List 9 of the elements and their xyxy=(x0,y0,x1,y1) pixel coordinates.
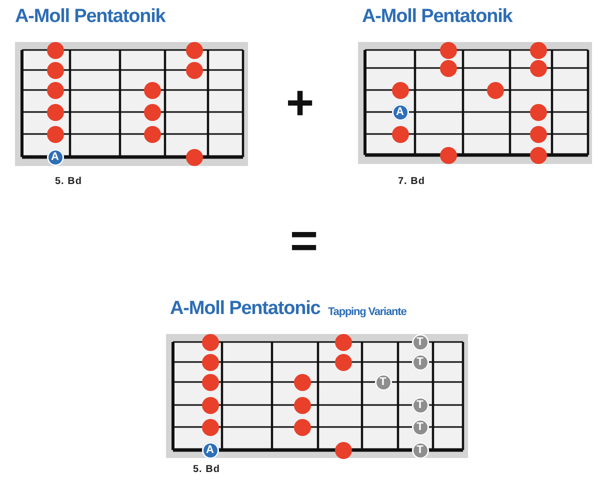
title: A-Moll Pentatonik xyxy=(362,6,512,28)
title: A-Moll Pentatonic xyxy=(170,298,320,320)
title: A-Moll Pentatonik xyxy=(15,6,166,28)
fret-position-label: 5. Bd xyxy=(193,464,220,475)
equals-sign: = xyxy=(290,218,318,266)
fret-position-label: 7. Bd xyxy=(398,176,425,187)
plus-sign: + xyxy=(286,80,314,128)
subtitle: Tapping Variante xyxy=(328,306,406,318)
fret-position-label: 5. Bd xyxy=(55,176,82,187)
